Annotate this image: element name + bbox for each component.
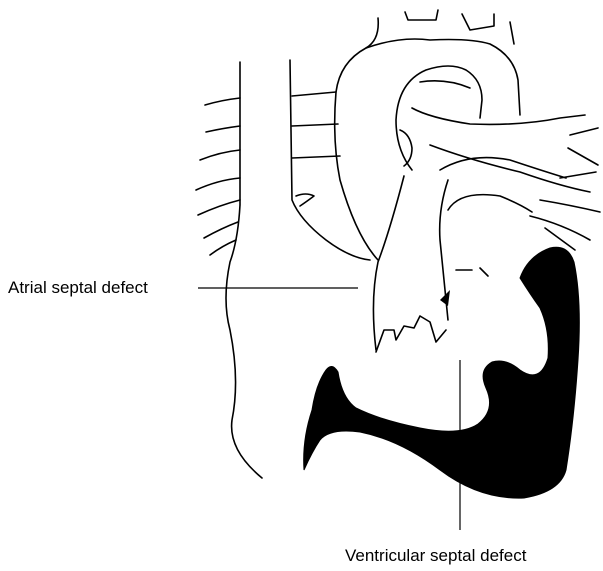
arch-inner-cross	[420, 81, 470, 88]
pulmonary-branch-2	[568, 148, 598, 165]
aortic-arch-outer	[335, 18, 379, 260]
mid-vessel-1	[292, 92, 336, 96]
ventricular-septal-defect-label: Ventricular septal defect	[345, 547, 526, 564]
head-vessel-2	[462, 14, 494, 30]
pulmonary-artery-upper	[412, 108, 585, 124]
left-pulmonary-vessel-4	[196, 178, 240, 190]
left-pulmonary-vessel-5	[198, 200, 240, 215]
mid-vessel-3	[292, 156, 340, 158]
pulmonary-branch-6	[545, 228, 575, 250]
pulmonary-branch-4	[540, 200, 600, 212]
pulmonary-branch-5	[530, 216, 590, 240]
ventricle-shape	[304, 247, 580, 498]
head-vessel-1	[405, 10, 438, 20]
trunk-left-wall	[373, 176, 404, 350]
left-pulmonary-vessel-3	[200, 150, 240, 160]
atrial-septal-defect-label: Atrial septal defect	[8, 279, 148, 296]
vena-cava-left-wall	[226, 62, 262, 478]
left-pulmonary-vessel-1	[205, 98, 240, 105]
right-connector-2	[480, 268, 488, 276]
left-pulmonary-vessel-6	[204, 222, 238, 238]
left-pulmonary-vessel-7	[210, 240, 236, 255]
mid-vessel-2	[292, 124, 338, 126]
head-vessel-3	[510, 22, 514, 44]
mid-vessel-4	[296, 194, 314, 206]
pulmonary-artery-lower-edge	[430, 145, 590, 192]
pulmonary-branch-1	[570, 128, 598, 135]
trunk-inner-curve	[448, 195, 532, 212]
left-pulmonary-vessel-2	[206, 126, 240, 132]
valve-cusps	[376, 316, 446, 352]
aortic-arch-top	[366, 39, 520, 115]
